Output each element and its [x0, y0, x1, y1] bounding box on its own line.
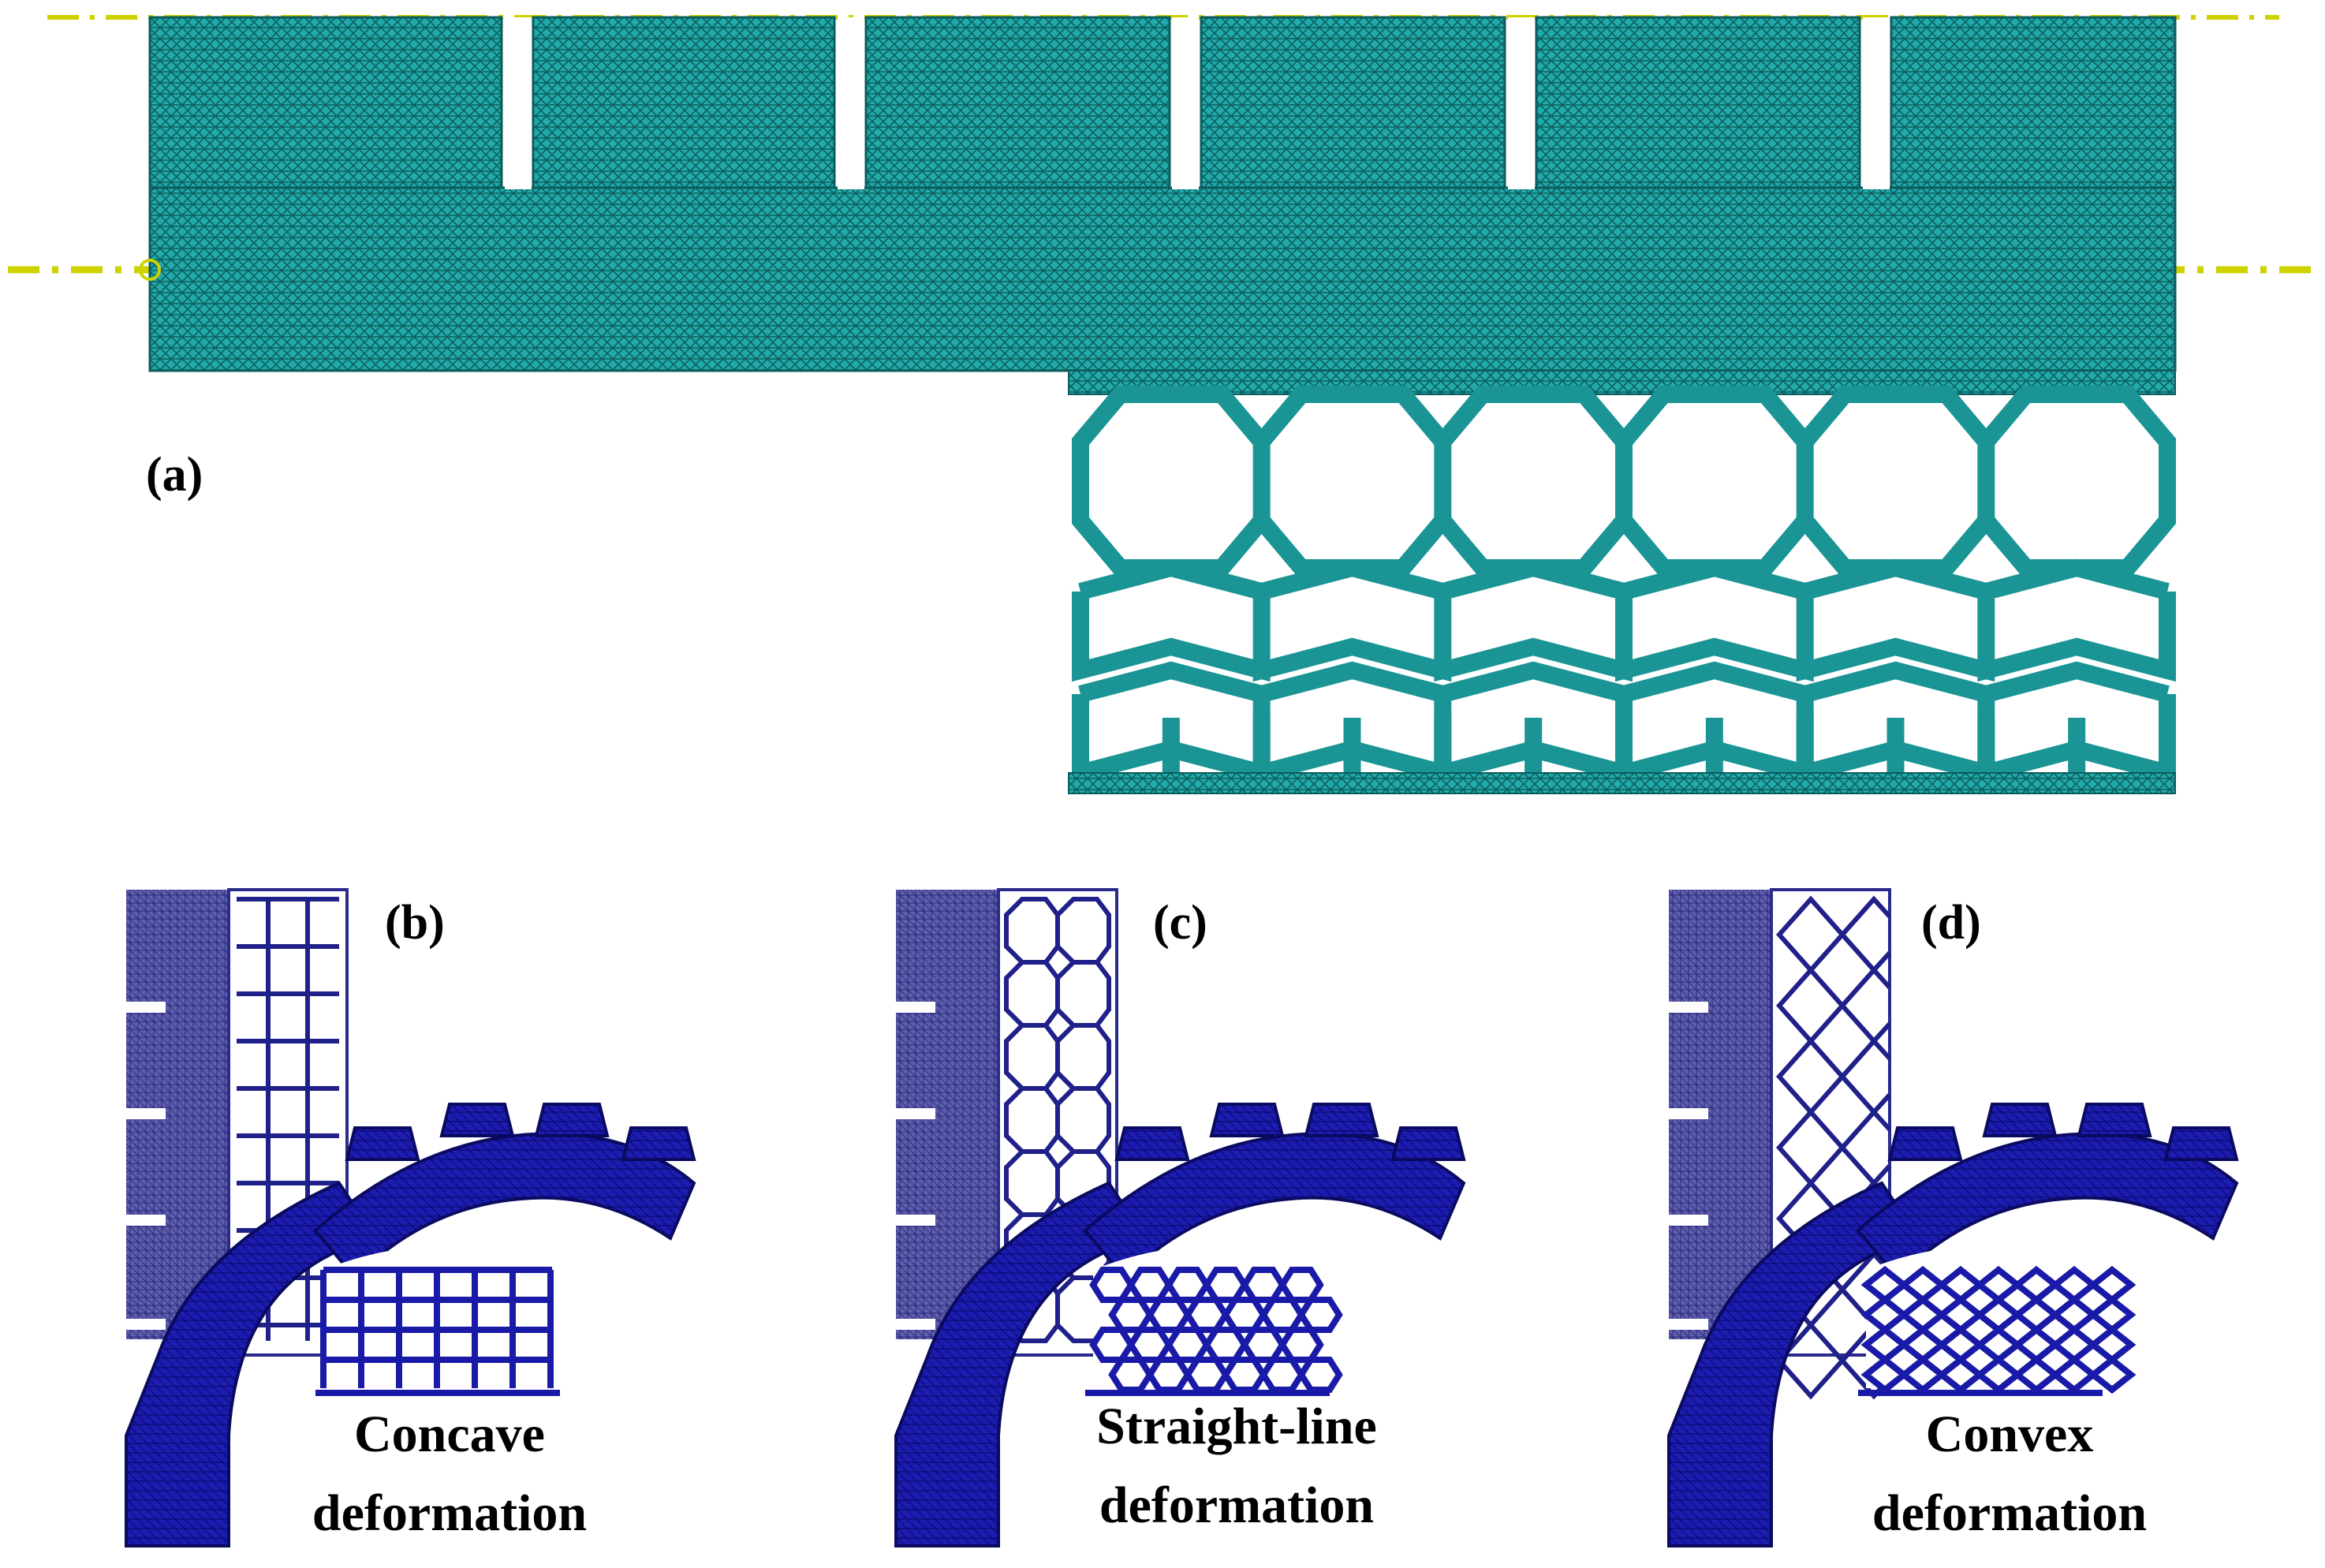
- panel-d-model: [1667, 888, 2239, 1547]
- panel-d-caption-line2: deformation: [1872, 1484, 2147, 1542]
- notch: [896, 1002, 935, 1013]
- tread-teeth: [345, 1103, 696, 1161]
- notch: [126, 1108, 166, 1119]
- tread-teeth: [1114, 1103, 1466, 1161]
- notch: [896, 1319, 935, 1330]
- panel-b-caption-line1: Concave: [354, 1406, 545, 1463]
- notch: [1669, 1108, 1708, 1119]
- cell-block-bg: [1093, 1246, 1322, 1388]
- deformed-cells: [1860, 1265, 2137, 1394]
- deformed-tread: [1856, 1132, 2239, 1280]
- notch: [126, 1319, 166, 1330]
- panel-a-label: (a): [146, 448, 203, 502]
- notch: [896, 1215, 935, 1226]
- hexagon-row: [1072, 386, 2176, 577]
- panel-c-caption-line2: deformation: [1099, 1477, 1374, 1534]
- honeycomb-mesh: [1068, 370, 2176, 794]
- panel-b-caption-line2: deformation: [312, 1484, 587, 1542]
- panel-b-model: [125, 888, 696, 1547]
- panel-d-label: (d): [1921, 896, 1981, 950]
- notch: [1669, 1319, 1708, 1330]
- notch: [896, 1108, 935, 1119]
- tread-mesh: [148, 16, 2177, 372]
- deformed-tread: [1083, 1132, 1466, 1280]
- bottom-struts: [1072, 718, 2176, 781]
- notch: [1669, 1215, 1708, 1226]
- panel-c-caption-line1: Straight-line: [1096, 1398, 1377, 1455]
- tread-grooves: [505, 17, 1890, 189]
- notch: [1669, 1002, 1708, 1013]
- deformed-tread: [313, 1132, 696, 1280]
- tread-teeth: [1887, 1103, 2239, 1161]
- deformed-cells: [1089, 1267, 1343, 1393]
- notch: [126, 1002, 166, 1013]
- panel-c-model: [894, 888, 1466, 1547]
- axis-point-marker: [139, 259, 161, 281]
- panel-b-label: (b): [385, 896, 445, 950]
- notch: [126, 1215, 166, 1226]
- panel-d-caption-line1: Convex: [1926, 1406, 2094, 1463]
- deformed-cells: [320, 1267, 554, 1388]
- panel-c-label: (c): [1153, 896, 1207, 950]
- panel-a: (a): [8, 15, 2319, 794]
